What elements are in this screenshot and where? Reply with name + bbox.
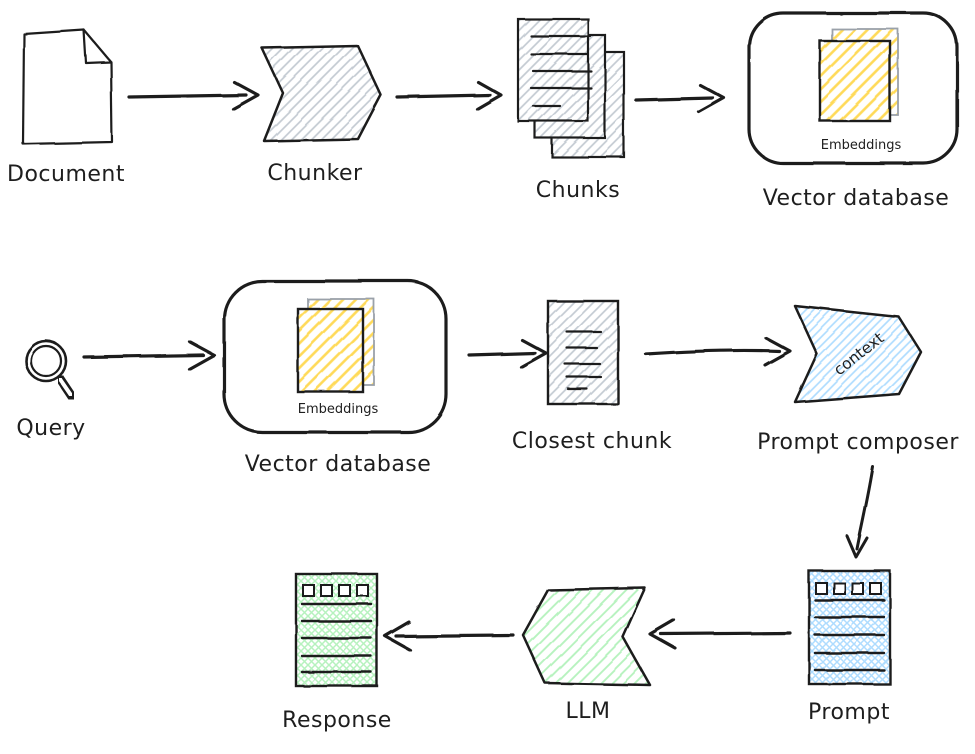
edge-vectordb-to-closest-chunk xyxy=(467,338,548,369)
node-prompt: Prompt xyxy=(807,569,892,725)
prompt-header-squares xyxy=(815,582,882,595)
node-response: Response xyxy=(282,572,392,733)
arrow-left-icon xyxy=(383,620,515,652)
edge-query-to-vectordb xyxy=(82,340,216,371)
node-document: Document xyxy=(7,28,125,187)
edge-chunks-to-vectordb xyxy=(634,83,726,114)
prompt-composer-label: Prompt composer xyxy=(757,430,959,455)
node-closest-chunk: Closest chunk xyxy=(512,299,672,454)
node-chunks: Chunks xyxy=(516,17,626,203)
vector-database-label: Vector database xyxy=(245,452,432,477)
chunk-text-lines xyxy=(563,330,603,391)
magnifier-handle-inner xyxy=(58,377,73,397)
node-llm: LLM xyxy=(521,586,652,724)
vector-database-box xyxy=(747,11,959,165)
chunks-label: Chunks xyxy=(536,178,620,203)
response-label: Response xyxy=(282,708,392,733)
closest-chunk-page-icon xyxy=(546,299,620,406)
arrow-right-icon xyxy=(127,80,260,111)
arrow-right-icon xyxy=(634,83,726,114)
arrow-right-icon xyxy=(395,80,503,111)
edge-composer-to-prompt xyxy=(845,465,875,559)
prompt-composer-chevron-icon xyxy=(793,304,923,404)
magnifier-icon xyxy=(24,339,68,383)
square-icon xyxy=(302,584,315,597)
node-prompt-composer: context Prompt composer xyxy=(757,304,959,455)
arrow-down-icon xyxy=(845,465,875,559)
node-vector-database-mid: Embeddings Vector database xyxy=(222,279,448,477)
embeddings-label: Embeddings xyxy=(821,138,902,153)
response-text-lines xyxy=(300,602,373,674)
chunk-text-lines xyxy=(529,34,593,108)
llm-label: LLM xyxy=(566,699,611,724)
arrow-left-icon xyxy=(648,618,792,650)
embeddings-label: Embeddings xyxy=(298,402,379,417)
embedding-card-front-icon xyxy=(296,307,365,394)
square-icon xyxy=(356,584,369,597)
edge-closest-chunk-to-composer xyxy=(644,336,792,367)
embedding-card-front-icon xyxy=(818,39,892,123)
query-label: Query xyxy=(16,416,85,441)
edge-document-to-chunker xyxy=(127,80,260,111)
closest-chunk-label: Closest chunk xyxy=(512,429,672,454)
chunker-chevron-icon xyxy=(260,44,383,143)
square-icon xyxy=(851,582,864,595)
arrow-right-icon xyxy=(644,336,792,367)
chunker-label: Chunker xyxy=(267,161,363,186)
document-icon xyxy=(21,28,114,146)
node-query: Query xyxy=(16,339,85,441)
vector-database-label: Vector database xyxy=(763,186,950,211)
square-icon xyxy=(869,582,882,595)
response-header-squares xyxy=(302,584,369,597)
square-icon xyxy=(320,584,333,597)
square-icon xyxy=(815,582,828,595)
edge-llm-to-response xyxy=(383,620,515,652)
square-icon xyxy=(833,582,846,595)
prompt-text-lines xyxy=(813,598,886,672)
prompt-label: Prompt xyxy=(808,700,890,725)
node-vector-database-top: Embeddings Vector database xyxy=(747,11,959,211)
document-label: Document xyxy=(7,162,125,187)
document-fold-icon xyxy=(82,28,113,65)
node-chunker: Chunker xyxy=(260,44,383,186)
arrow-right-icon xyxy=(82,340,216,371)
arrow-right-icon xyxy=(467,338,548,369)
edge-prompt-to-llm xyxy=(648,618,792,650)
edge-chunker-to-chunks xyxy=(395,80,503,111)
square-icon xyxy=(338,584,351,597)
llm-chevron-icon xyxy=(521,586,652,687)
vector-database-box xyxy=(222,279,448,434)
magnifier-lens-icon xyxy=(29,344,63,378)
